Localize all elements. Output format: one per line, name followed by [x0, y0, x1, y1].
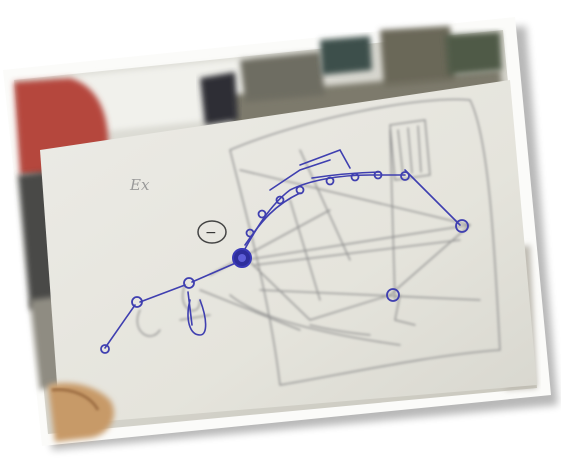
ink-main-joint-center: [238, 254, 246, 262]
sketch-label: Ex: [129, 176, 150, 194]
minus-glyph: −: [205, 225, 217, 241]
